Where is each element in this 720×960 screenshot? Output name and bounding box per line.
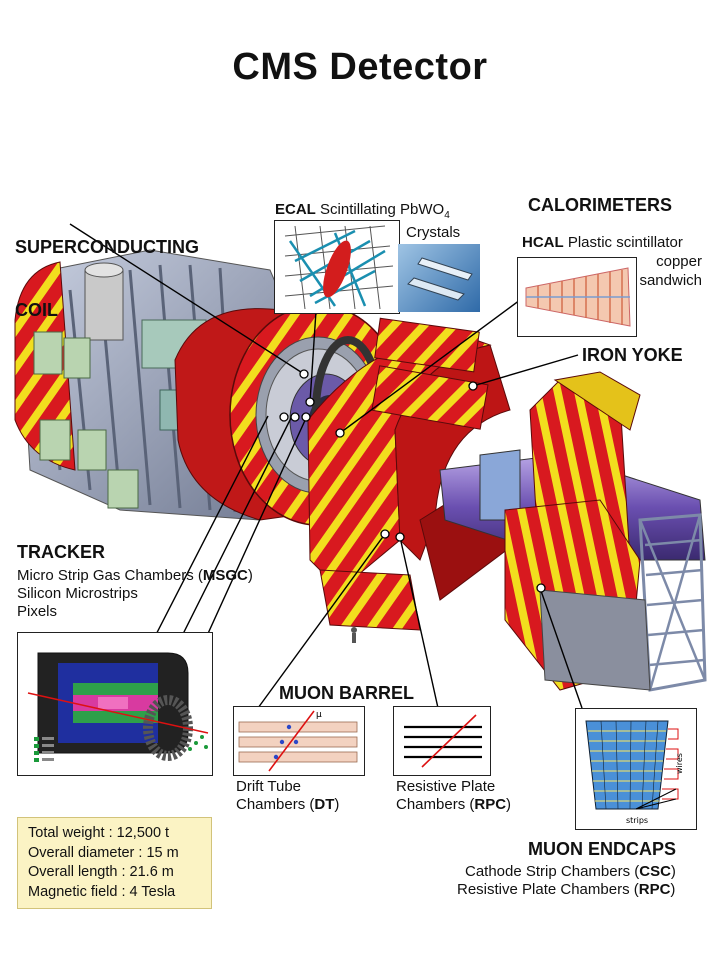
hcal-text: Plastic scintillator (567, 234, 683, 251)
stat-diameter: Overall diameter : 15 m (28, 844, 179, 861)
endcaps-line1-post: ) (670, 863, 676, 880)
rpc-inset (393, 706, 491, 776)
dt-inset: μ (233, 706, 365, 776)
barrel-middle (307, 317, 521, 631)
hcal-line2: copper (656, 253, 702, 270)
coil-label-line2: COIL (15, 300, 58, 320)
hcal-inset (517, 257, 637, 337)
hcal-line3: sandwich (639, 272, 702, 289)
muon-endcaps-heading: MUON ENDCAPS (528, 839, 677, 859)
hcal-abbr: HCAL (522, 234, 564, 251)
dt-label: Drift Tube Chambers (DT) (236, 778, 339, 814)
csc-inset: wires strips (575, 708, 697, 830)
coil-label: SUPERCONDUCTING COIL (15, 195, 199, 342)
person-silhouette (351, 627, 357, 643)
ecal-abbr: ECAL (275, 201, 316, 218)
page-title: CMS Detector (232, 46, 488, 88)
ecal-line2: Crystals (406, 224, 461, 241)
endcaps-line1-pre: Cathode Strip Chambers ( (465, 863, 640, 880)
tracker-msgc: MSGC (202, 567, 248, 584)
leader-points (279, 369, 546, 593)
dt-line2-post: ) (334, 796, 340, 813)
iron-yoke-label: IRON YOKE (582, 345, 683, 365)
rpc-line2-post: ) (506, 796, 512, 813)
tracker-line3: Pixels (17, 603, 58, 620)
tracker-label: TRACKER Micro Strip Gas Chambers (MSGC) … (17, 542, 253, 621)
rpc-line2-pre: Chambers ( (396, 796, 475, 813)
dt-abbr: DT (314, 796, 335, 813)
dt-line1: Drift Tube (236, 778, 302, 795)
detector-stats-box: Total weight : 12,500 t Overall diameter… (17, 817, 212, 909)
wires-label: wires (675, 753, 684, 774)
ecal-crystal-photo (398, 244, 480, 312)
tracker-inset (17, 632, 213, 776)
dt-line2-pre: Chambers ( (236, 796, 315, 813)
rpc-abbr: RPC (474, 796, 507, 813)
endcaps-line2-pre: Resistive Plate Chambers ( (457, 881, 639, 898)
endcaps-rpc-abbr: RPC (638, 881, 671, 898)
muon-barrel-label: MUON BARREL (279, 683, 414, 703)
strips-label: strips (626, 816, 648, 825)
muon-symbol: μ (316, 710, 322, 720)
endcaps-line2-post: ) (670, 881, 676, 898)
tracker-line1-post: ) (247, 567, 253, 584)
coil-label-line1: SUPERCONDUCTING (15, 237, 200, 257)
ecal-text: Scintillating PbWO (320, 201, 445, 218)
tracker-line2: Silicon Microstrips (17, 585, 138, 602)
csc-abbr: CSC (639, 863, 671, 880)
ecal-label: ECAL Scintillating PbWO4 Crystals (275, 201, 460, 241)
calorimeters-label: CALORIMETERS (528, 195, 672, 215)
rpc-barrel-label: Resistive Plate Chambers (RPC) (396, 778, 511, 814)
ecal-inset (274, 220, 400, 314)
rpc-line1: Resistive Plate (396, 778, 496, 795)
stat-field: Magnetic field : 4 Tesla (28, 883, 176, 900)
ecal-subscript: 4 (444, 210, 450, 221)
tracker-heading: TRACKER (17, 542, 105, 562)
stat-length: Overall length : 21.6 m (28, 864, 174, 880)
stat-weight: Total weight : 12,500 t (28, 825, 170, 841)
muon-endcaps-label: MUON ENDCAPS Cathode Strip Chambers (CSC… (455, 839, 700, 899)
hcal-label: HCAL Plastic scintillator copper sandwic… (522, 233, 702, 290)
tracker-line1-pre: Micro Strip Gas Chambers ( (17, 567, 203, 584)
